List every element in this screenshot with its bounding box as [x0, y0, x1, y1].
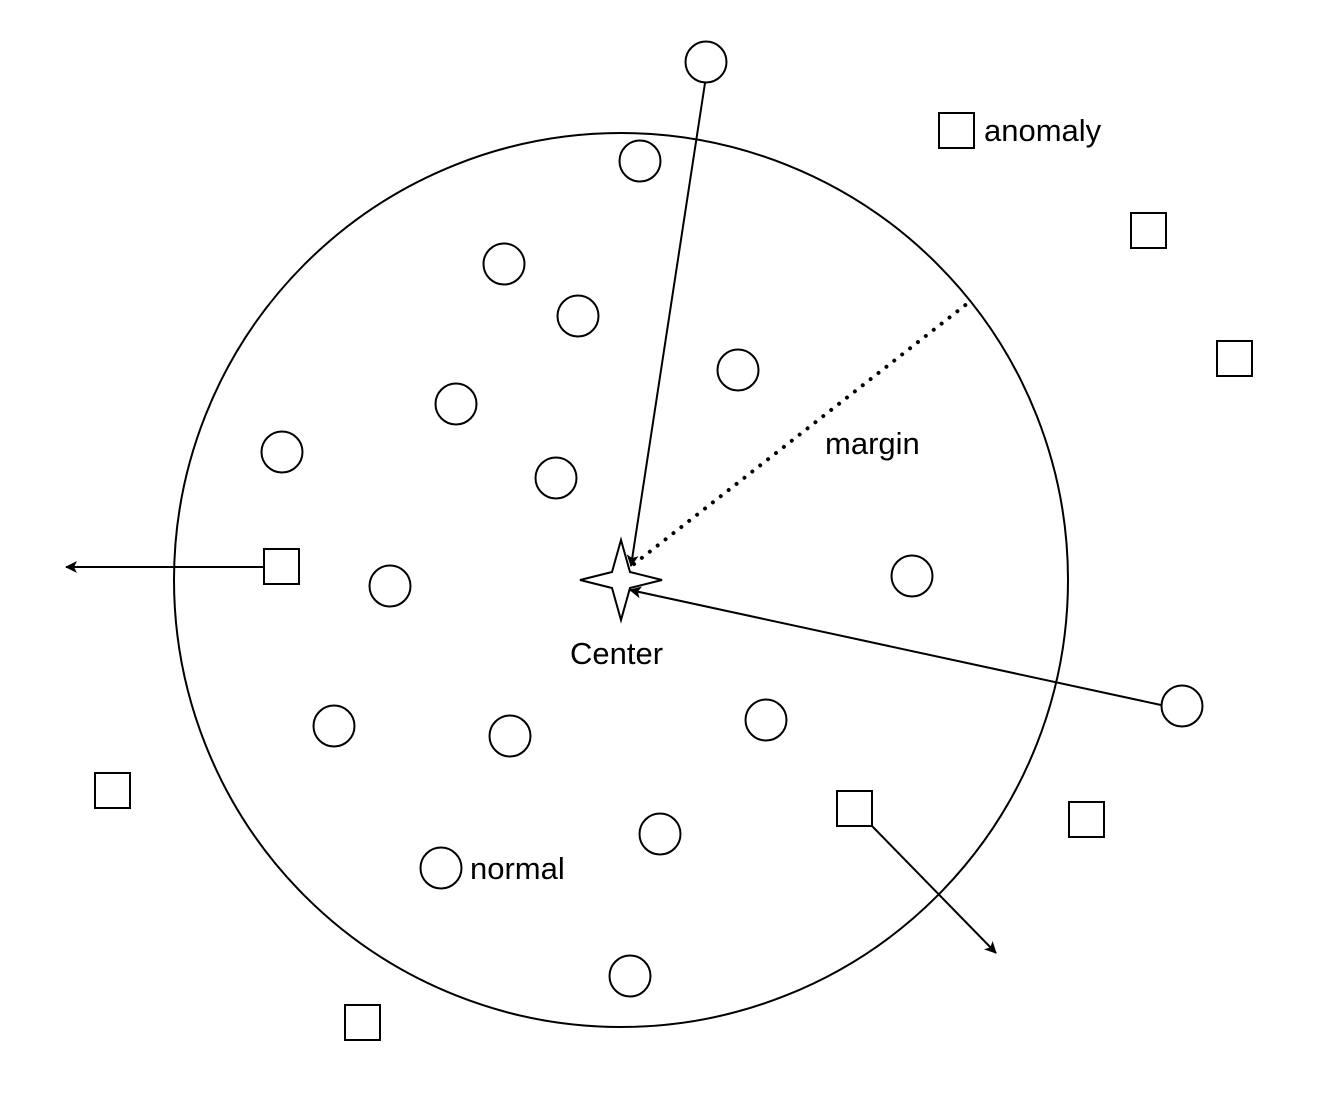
normal-point [638, 812, 682, 856]
anomaly-point [1068, 801, 1105, 838]
normal-point [890, 554, 934, 598]
anomaly-point-inside-bottom [836, 790, 873, 827]
pull-arrow-right [629, 586, 1162, 706]
normal-point [534, 456, 578, 500]
normal-point [556, 294, 600, 338]
normal-point [368, 564, 412, 608]
normal-point [260, 430, 304, 474]
push-arrow-bottom-right [871, 825, 997, 954]
normal-point [716, 348, 760, 392]
square-icon [938, 112, 975, 149]
legend-normal: normal [419, 846, 565, 890]
four-point-star-icon [579, 536, 663, 624]
legend-anomaly: anomaly [938, 112, 1102, 149]
legend-anomaly-label: anomaly [984, 113, 1102, 148]
normal-point [744, 698, 788, 742]
pull-arrow-top [626, 82, 706, 567]
normal-point [488, 714, 532, 758]
anomaly-point-inside-left [263, 548, 300, 585]
anomaly-point [344, 1004, 381, 1041]
anomaly-point [1216, 340, 1253, 377]
circle-icon [419, 846, 463, 890]
anomaly-point [1130, 212, 1167, 249]
anomaly-points [94, 212, 1253, 1041]
normal-point-outside-right [1160, 684, 1204, 728]
hypersphere-boundary [173, 132, 1069, 1028]
normal-point [434, 382, 478, 426]
normal-points [260, 139, 934, 998]
normal-point-outside-top [684, 40, 728, 84]
legend-normal-label: normal [470, 851, 565, 886]
margin-label: margin [825, 426, 920, 461]
normal-point [618, 139, 662, 183]
normal-point [312, 704, 356, 748]
center-label: Center [570, 636, 663, 671]
normal-point [608, 954, 652, 998]
margin-radius-line [632, 301, 970, 566]
anomaly-point [94, 772, 131, 809]
normal-point [482, 242, 526, 286]
